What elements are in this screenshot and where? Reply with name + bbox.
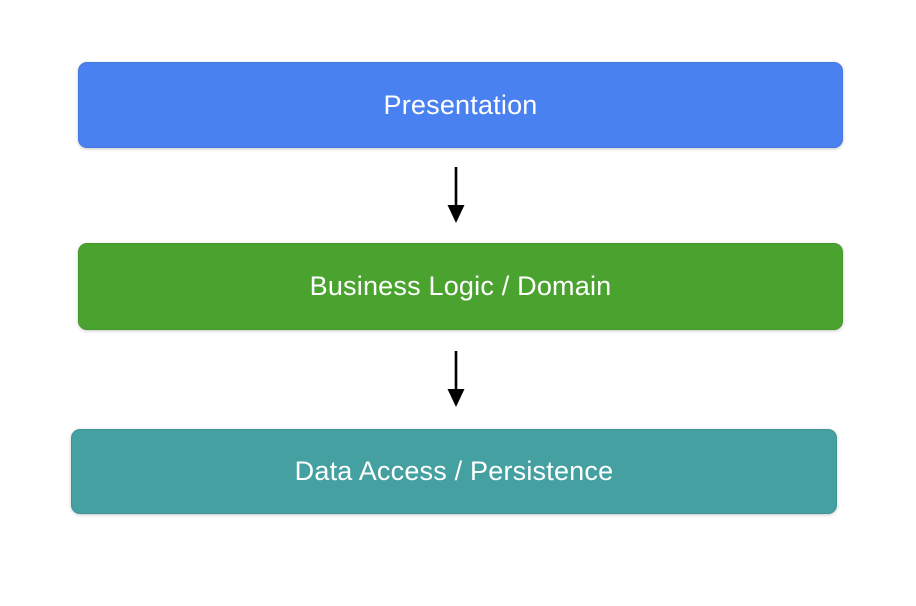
down-arrow-icon [447,351,465,407]
layer-label-presentation: Presentation [383,89,538,120]
down-arrow-icon [447,167,465,223]
layer-box-data-access: Data Access / Persistence [71,429,837,514]
layer-label-data-access: Data Access / Persistence [294,456,614,486]
layer-label-business-logic: Business Logic / Domain [309,271,612,301]
layer-box-business-logic: Business Logic / Domain [78,243,843,330]
layer-box-presentation: Presentation [78,62,843,148]
